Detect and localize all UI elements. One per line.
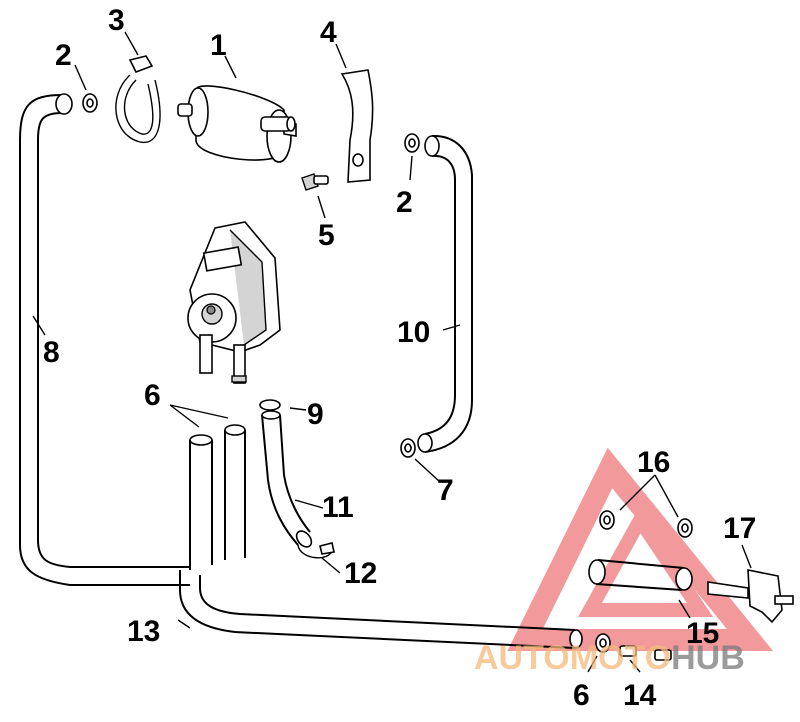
hose-clamp-12 — [297, 542, 335, 559]
callout-2a: 2 — [55, 39, 72, 72]
fuel-connector-17 — [707, 569, 794, 624]
hose-13 — [179, 570, 576, 649]
hose-end-6-bottom — [569, 629, 611, 653]
callout-5: 5 — [318, 219, 335, 252]
callout-8: 8 — [43, 336, 60, 369]
hose-11 — [261, 410, 313, 548]
clamp-strap-part — [115, 55, 161, 144]
hose-clamp-2a — [82, 93, 98, 113]
callout-11: 11 — [322, 491, 354, 524]
callout-2b: 2 — [396, 186, 413, 219]
hose-clamp-7 — [400, 438, 416, 458]
watermark-logo — [507, 447, 774, 651]
callout-6b: 6 — [573, 679, 590, 712]
callout-9: 9 — [307, 398, 324, 431]
callout-labels: 1 2 2 3 4 5 6 6 7 8 9 10 11 12 13 14 15 … — [43, 4, 756, 712]
hose-6-pair — [189, 424, 246, 570]
fuel-pump-part — [187, 221, 281, 384]
callout-16: 16 — [637, 446, 670, 479]
hose-8 — [19, 93, 190, 586]
callout-13: 13 — [127, 615, 160, 648]
callout-12: 12 — [344, 557, 377, 590]
watermark-moto: MOTO — [570, 639, 671, 677]
hose-clamp-16b — [677, 518, 693, 538]
callout-14: 14 — [623, 679, 657, 712]
callout-15: 15 — [686, 617, 719, 650]
hose-clamp-16a — [599, 510, 615, 530]
screw-part — [301, 173, 329, 191]
bracket-part — [340, 69, 374, 183]
watermark-auto: AUTO — [474, 639, 570, 677]
watermark-triangle-outer — [507, 447, 774, 651]
fuel-filter-part — [177, 85, 297, 163]
hose-10 — [417, 134, 473, 453]
watermark-text: AUTOMOTOHUB — [474, 639, 745, 677]
callout-10: 10 — [397, 316, 430, 349]
callout-4: 4 — [320, 16, 337, 49]
hose-clamp-9 — [259, 399, 281, 411]
callout-6a: 6 — [144, 379, 161, 412]
callout-1: 1 — [210, 29, 227, 62]
callout-17: 17 — [723, 512, 756, 545]
callout-7: 7 — [437, 474, 454, 507]
hose-15 — [588, 559, 693, 591]
watermark-triangle-inner — [578, 506, 714, 617]
svg-text:AUTOMOTOHUB: AUTOMOTOHUB — [474, 639, 745, 677]
leader-lines — [32, 31, 752, 673]
callout-3: 3 — [108, 4, 125, 37]
hose-clamp-2b — [404, 133, 420, 153]
fitting-14 — [619, 645, 672, 661]
watermark-hub: HUB — [671, 639, 745, 677]
